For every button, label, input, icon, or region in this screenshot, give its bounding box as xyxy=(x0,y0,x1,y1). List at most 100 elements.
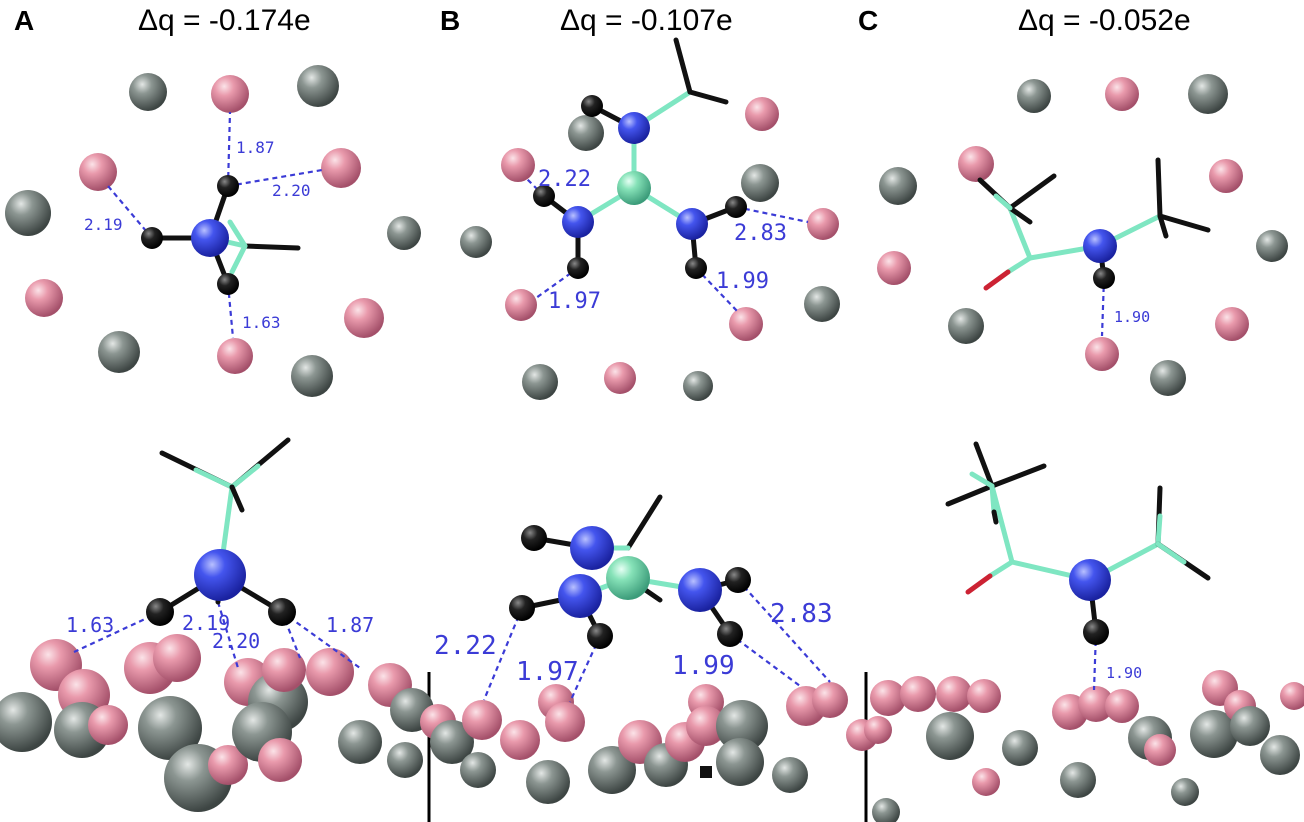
pink-atom xyxy=(900,676,936,712)
distance-label: 2.19 xyxy=(84,215,123,234)
pink-atom xyxy=(500,720,540,760)
c-h-bond xyxy=(687,89,729,105)
pink-atom xyxy=(208,745,248,785)
gray-atom xyxy=(526,760,570,804)
gray-atom xyxy=(460,226,492,258)
hydrogen-atom xyxy=(141,227,163,249)
c-h-bond xyxy=(229,243,248,275)
nitrogen-atom xyxy=(191,219,229,257)
hydrogen-atom xyxy=(533,185,555,207)
gray-atom xyxy=(1190,710,1238,758)
hydrogen-atom xyxy=(509,595,535,621)
hydrogen-atom xyxy=(725,567,751,593)
gray-atom xyxy=(338,720,382,764)
hydrogen-bond xyxy=(107,185,153,239)
c-h-bond xyxy=(1155,157,1163,219)
gray-atom xyxy=(1188,74,1228,114)
pink-atom xyxy=(1209,159,1243,193)
c-h-bond xyxy=(1157,213,1211,233)
gray-atom xyxy=(1002,730,1038,766)
pink-atom xyxy=(1085,337,1119,371)
distance-label: 1.99 xyxy=(672,651,735,681)
c-h-bond xyxy=(989,483,997,515)
gray-atom xyxy=(568,115,604,151)
gray-atom xyxy=(5,190,51,236)
c-h-bond xyxy=(1155,513,1163,547)
distance-label: 2.22 xyxy=(434,631,497,661)
nitrogen-atom xyxy=(678,568,722,612)
pink-atom xyxy=(545,702,585,742)
gray-atom xyxy=(926,712,974,760)
pink-atom xyxy=(1144,734,1176,766)
pink-atom xyxy=(462,700,502,740)
pink-atom xyxy=(25,279,63,317)
gray-atom xyxy=(1150,360,1186,396)
c-h-bond xyxy=(993,193,1013,211)
pink-atom xyxy=(972,768,1000,796)
pink-atom xyxy=(1105,77,1139,111)
c-h-bond xyxy=(229,484,245,513)
distance-label: 2.83 xyxy=(734,221,787,246)
distance-label: 2.19 xyxy=(182,611,230,635)
gray-atom xyxy=(0,692,52,752)
distance-label: 1.99 xyxy=(716,269,769,294)
pink-atom xyxy=(936,676,972,712)
pink-atom xyxy=(1078,686,1114,722)
pink-atom xyxy=(729,307,763,341)
pink-atom xyxy=(211,75,249,113)
gray-atom xyxy=(683,371,713,401)
pink-atom xyxy=(501,148,535,182)
distance-label: 2.20 xyxy=(212,629,260,653)
pink-atom xyxy=(79,153,117,191)
pink-atom xyxy=(877,251,911,285)
pink-atom xyxy=(217,338,253,374)
hydrogen-atom xyxy=(268,598,296,626)
pink-atom xyxy=(604,362,636,394)
gray-atom xyxy=(716,700,768,752)
pink-atom xyxy=(153,634,201,682)
pink-atom xyxy=(262,648,306,692)
c-o-bond xyxy=(1005,255,1033,275)
distance-label: 1.97 xyxy=(516,657,579,687)
nitrogen-atom xyxy=(570,526,614,570)
hydrogen-bond xyxy=(227,168,323,188)
distance-label: 2.83 xyxy=(770,599,833,629)
panel-b-top-view: 2.22 2.83 1.97 1.99 xyxy=(460,37,840,401)
c-h-bond xyxy=(1007,205,1033,225)
pink-atom xyxy=(812,682,848,718)
distance-label: 1.97 xyxy=(548,289,601,314)
hydrogen-atom xyxy=(1083,619,1109,645)
c-h-bond xyxy=(991,509,999,525)
hydrogen-atom xyxy=(717,621,743,647)
hydrogen-bond xyxy=(281,611,361,669)
gray-atom xyxy=(460,752,496,788)
panel-b-title: Δq = -0.107e xyxy=(560,4,733,37)
gray-atom xyxy=(1230,706,1270,746)
panel-c-side-view: 1.90 xyxy=(864,441,1304,822)
c-h-bond xyxy=(969,471,995,489)
hydrogen-bond xyxy=(735,205,809,224)
pink-atom xyxy=(258,738,302,782)
panel-b-letter: B xyxy=(440,5,460,36)
gray-atom xyxy=(138,696,202,760)
panel-c-letter: C xyxy=(858,5,878,36)
hydrogen-atom xyxy=(685,257,707,279)
gray-atom xyxy=(1260,735,1300,775)
gray-atom xyxy=(387,216,421,250)
pink-atom xyxy=(864,716,892,744)
pink-atom xyxy=(870,680,906,716)
gray-atom xyxy=(98,331,140,373)
hydrogen-atom xyxy=(146,598,174,626)
hydrogen-bond xyxy=(73,611,161,653)
gray-atom xyxy=(879,167,917,205)
nitrogen-atom xyxy=(618,112,650,144)
gray-atom xyxy=(387,742,423,778)
nitrogen-atom xyxy=(1083,229,1117,263)
c-o-bond xyxy=(983,269,1011,291)
hydrogen-atom xyxy=(567,257,589,279)
distance-label: 1.63 xyxy=(66,613,114,637)
panel-a-side-view: 1.63 2.19 2.20 1.87 xyxy=(0,437,434,812)
panel-a-top-view: 1.87 2.20 2.19 1.63 xyxy=(5,65,421,397)
pink-atom xyxy=(807,208,839,240)
gray-atom xyxy=(1017,79,1051,113)
